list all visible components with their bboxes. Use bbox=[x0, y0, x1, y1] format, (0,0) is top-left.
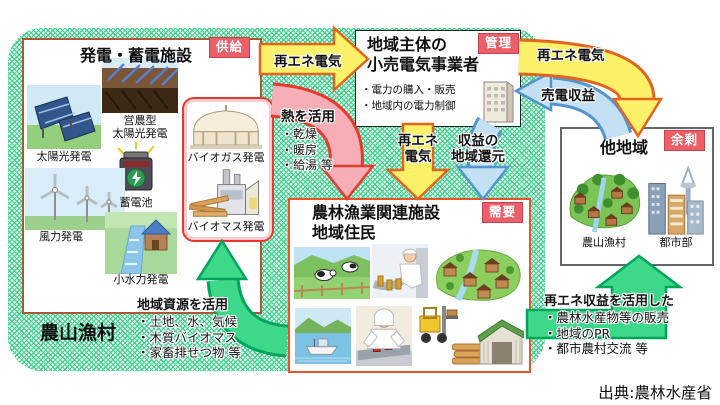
wind-label: 風力発電 bbox=[39, 230, 83, 243]
biomass-label: バイオマス発電 bbox=[187, 220, 265, 233]
rural-village-image bbox=[564, 168, 644, 236]
agri-solar-image bbox=[102, 58, 178, 113]
solar-power-image bbox=[27, 85, 101, 149]
fishing-port-image bbox=[294, 308, 352, 364]
flow-label-other-to-retailer: 売電収益 bbox=[541, 88, 595, 104]
battery-image bbox=[112, 140, 160, 196]
biomass-image bbox=[188, 166, 264, 220]
flow-label-retailer-to-other: 再エネ電気 bbox=[537, 48, 605, 64]
heat-use-title: 熱を活用 bbox=[281, 109, 335, 125]
demand-badge: 需要 bbox=[482, 202, 524, 223]
revenue-use-block: 再エネ収益を活用した ・農林水産物等の販売 ・地域のPR ・都市農村交流 等 bbox=[544, 290, 674, 357]
revenue-use-title: 再エネ収益を活用した bbox=[544, 294, 675, 309]
city-label: 都市部 bbox=[659, 236, 693, 249]
local-resources-block: 地域資源を活用 ・土地、水、気候 ・木質バイオマス ・家畜排せつ物 等 bbox=[137, 294, 241, 361]
biogas-label: バイオガス発電 bbox=[187, 151, 265, 164]
bottling-plant-image bbox=[372, 244, 428, 298]
heat-use-block: 熱を活用 ・乾燥 ・暖房 ・給湯 等 bbox=[281, 105, 335, 174]
wind-power-image bbox=[25, 168, 125, 230]
retailer-bullets: ・電力の購入・販売 ・地域内の電力制御 bbox=[361, 84, 456, 113]
agri-solar-label: 営農型 太陽光発電 bbox=[112, 114, 168, 140]
flow-label-profit-down: 収益の地域還元 bbox=[451, 133, 505, 166]
retailer-box-title: 地域主体の 小売電気事業者 bbox=[367, 35, 480, 75]
demand-box-title: 農林漁業関連施設 地域住民 bbox=[312, 203, 441, 242]
local-resources-title: 地域資源を活用 bbox=[137, 298, 229, 313]
flow-label-supply-to-retailer: 再エネ電気 bbox=[274, 54, 342, 70]
forklift-image bbox=[416, 302, 460, 348]
other-region-title: 他地域 bbox=[600, 138, 649, 157]
source-note: 出典:農林水産省 bbox=[598, 384, 712, 402]
hydro-label: 小水力発電 bbox=[113, 273, 169, 286]
pasture-image bbox=[294, 247, 370, 299]
solar-label: 太陽光発電 bbox=[36, 150, 92, 163]
hydro-power-image bbox=[105, 212, 177, 274]
supply-badge: 供給 bbox=[209, 37, 251, 58]
lumber-shed-image bbox=[452, 316, 524, 366]
battery-label: 蓄電池 bbox=[119, 196, 153, 209]
rural-area-label: 農山漁村 bbox=[40, 322, 117, 344]
city-image bbox=[646, 166, 706, 236]
manage-badge: 管理 bbox=[478, 33, 520, 54]
food-processing-image bbox=[355, 306, 413, 366]
surplus-badge: 余剰 bbox=[664, 130, 706, 151]
generation-box-title: 発電・蓄電施設 bbox=[80, 46, 193, 65]
biogas-image bbox=[188, 103, 264, 151]
office-building-image bbox=[481, 78, 515, 124]
village-image bbox=[430, 244, 524, 302]
rural-village-label: 農山漁村 bbox=[582, 236, 626, 249]
